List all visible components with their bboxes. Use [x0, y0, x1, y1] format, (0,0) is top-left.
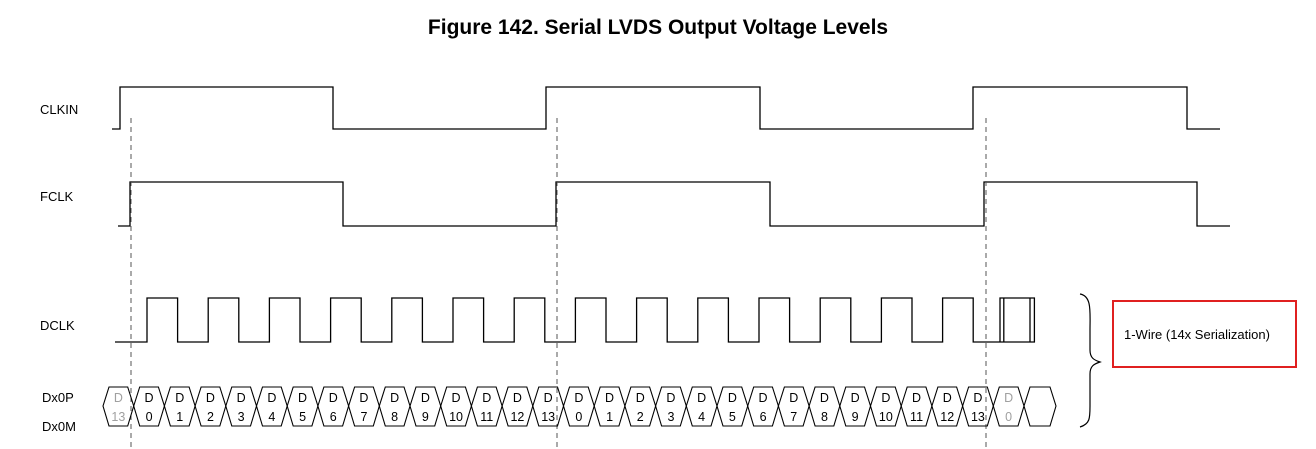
data-cell-bit-label: 6	[760, 410, 767, 424]
data-cell-top-label: D	[666, 391, 675, 405]
dclk-label: DCLK	[40, 318, 75, 333]
data-cell-bit-label: 5	[729, 410, 736, 424]
data-cell-top-label: D	[851, 391, 860, 405]
data-cell-top-label: D	[267, 391, 276, 405]
data-cell-top-label: D	[697, 391, 706, 405]
data-m-label: Dx0M	[42, 419, 76, 434]
data-cell-bit-label: 13	[111, 410, 125, 424]
data-cell-bit-label: 2	[637, 410, 644, 424]
data-cell-bit-label: 7	[360, 410, 367, 424]
data-cell-bit-label: 1	[176, 410, 183, 424]
data-cell-top-label: D	[912, 391, 921, 405]
data-cell-top-label: D	[943, 391, 952, 405]
data-p-label: Dx0P	[42, 390, 74, 405]
data-cell-bit-label: 1	[606, 410, 613, 424]
brace	[1079, 293, 1102, 428]
data-cell-bit-label: 11	[480, 410, 493, 424]
data-cell-top-label: D	[482, 391, 491, 405]
data-cell-bit-label: 5	[299, 410, 306, 424]
data-cell-top-label: D	[237, 391, 246, 405]
data-cell-bit-label: 11	[910, 410, 923, 424]
annotation-label: 1-Wire (14x Serialization)	[1124, 327, 1270, 342]
dclk-line	[115, 297, 1036, 343]
data-cell-trailing	[1023, 386, 1057, 427]
figure-title: Figure 142. Serial LVDS Output Voltage L…	[427, 16, 889, 39]
data-cell-top-label: D	[759, 391, 768, 405]
data-cell-top-label: D	[605, 391, 614, 405]
data-cell-bit-label: 12	[510, 410, 524, 424]
clkin-label: CLKIN	[40, 102, 78, 117]
data-cell-top-label: D	[329, 391, 338, 405]
data-cell-bit-label: 3	[667, 410, 674, 424]
data-cell-bit-label: 9	[852, 410, 859, 424]
data-cell-bit-label: 4	[268, 410, 275, 424]
data-cell-bit-label: 12	[940, 410, 954, 424]
data-cell-bit-label: 4	[698, 410, 705, 424]
data-cell-top-label: D	[175, 391, 184, 405]
dclk-waveform	[115, 297, 1036, 343]
fclk-waveform	[118, 181, 1230, 227]
data-cell-bit-label: 0	[575, 410, 582, 424]
data-cell-bit-label: 7	[790, 410, 797, 424]
data-cell-bit-label: 13	[541, 410, 555, 424]
data-bus: D 13 D 0 D 1 D 2 D 3 D 4 D 5 D 6 D 7 D 8 D 9 D 10 D 11 D 12 D 13 D 0 D 1 D…	[102, 386, 1057, 427]
data-cell-top-label: D	[390, 391, 399, 405]
data-cell-bit-label: 10	[449, 410, 463, 424]
data-cell-top-label: D	[452, 391, 461, 405]
data-cell-bit-label: 13	[971, 410, 985, 424]
data-cell-bit-label: 8	[391, 410, 398, 424]
data-cell-bit-label: 9	[422, 410, 429, 424]
data-cell-bit-label: 6	[330, 410, 337, 424]
data-cell-top-label: D	[114, 391, 123, 405]
data-cell-top-label: D	[513, 391, 522, 405]
data-cell-bit-label: 0	[146, 410, 153, 424]
data-cell-top-label: D	[636, 391, 645, 405]
data-cell-top-label: D	[789, 391, 798, 405]
data-cell-top-label: D	[973, 391, 982, 405]
data-cell-top-label: D	[544, 391, 553, 405]
data-cell-bit-label: 8	[821, 410, 828, 424]
fclk-label: FCLK	[40, 189, 74, 204]
data-cell-top-label: D	[820, 391, 829, 405]
data-cell-bit-label: 10	[879, 410, 893, 424]
data-cell-top-label: D	[1004, 391, 1013, 405]
annotation-box	[1112, 300, 1297, 368]
data-cell-top-label: D	[728, 391, 737, 405]
data-cell-top-label: D	[359, 391, 368, 405]
data-cell-top-label: D	[145, 391, 154, 405]
data-cell-top-label: D	[206, 391, 215, 405]
data-cell-top-label: D	[881, 391, 890, 405]
data-cell-top-label: D	[574, 391, 583, 405]
data-cell-bit-label: 3	[238, 410, 245, 424]
data-cell-bit-label: 0	[1005, 410, 1012, 424]
data-cell-bit-label: 2	[207, 410, 214, 424]
clkin-waveform	[112, 86, 1220, 130]
data-cell-top-label: D	[421, 391, 430, 405]
data-cell-top-label: D	[298, 391, 307, 405]
